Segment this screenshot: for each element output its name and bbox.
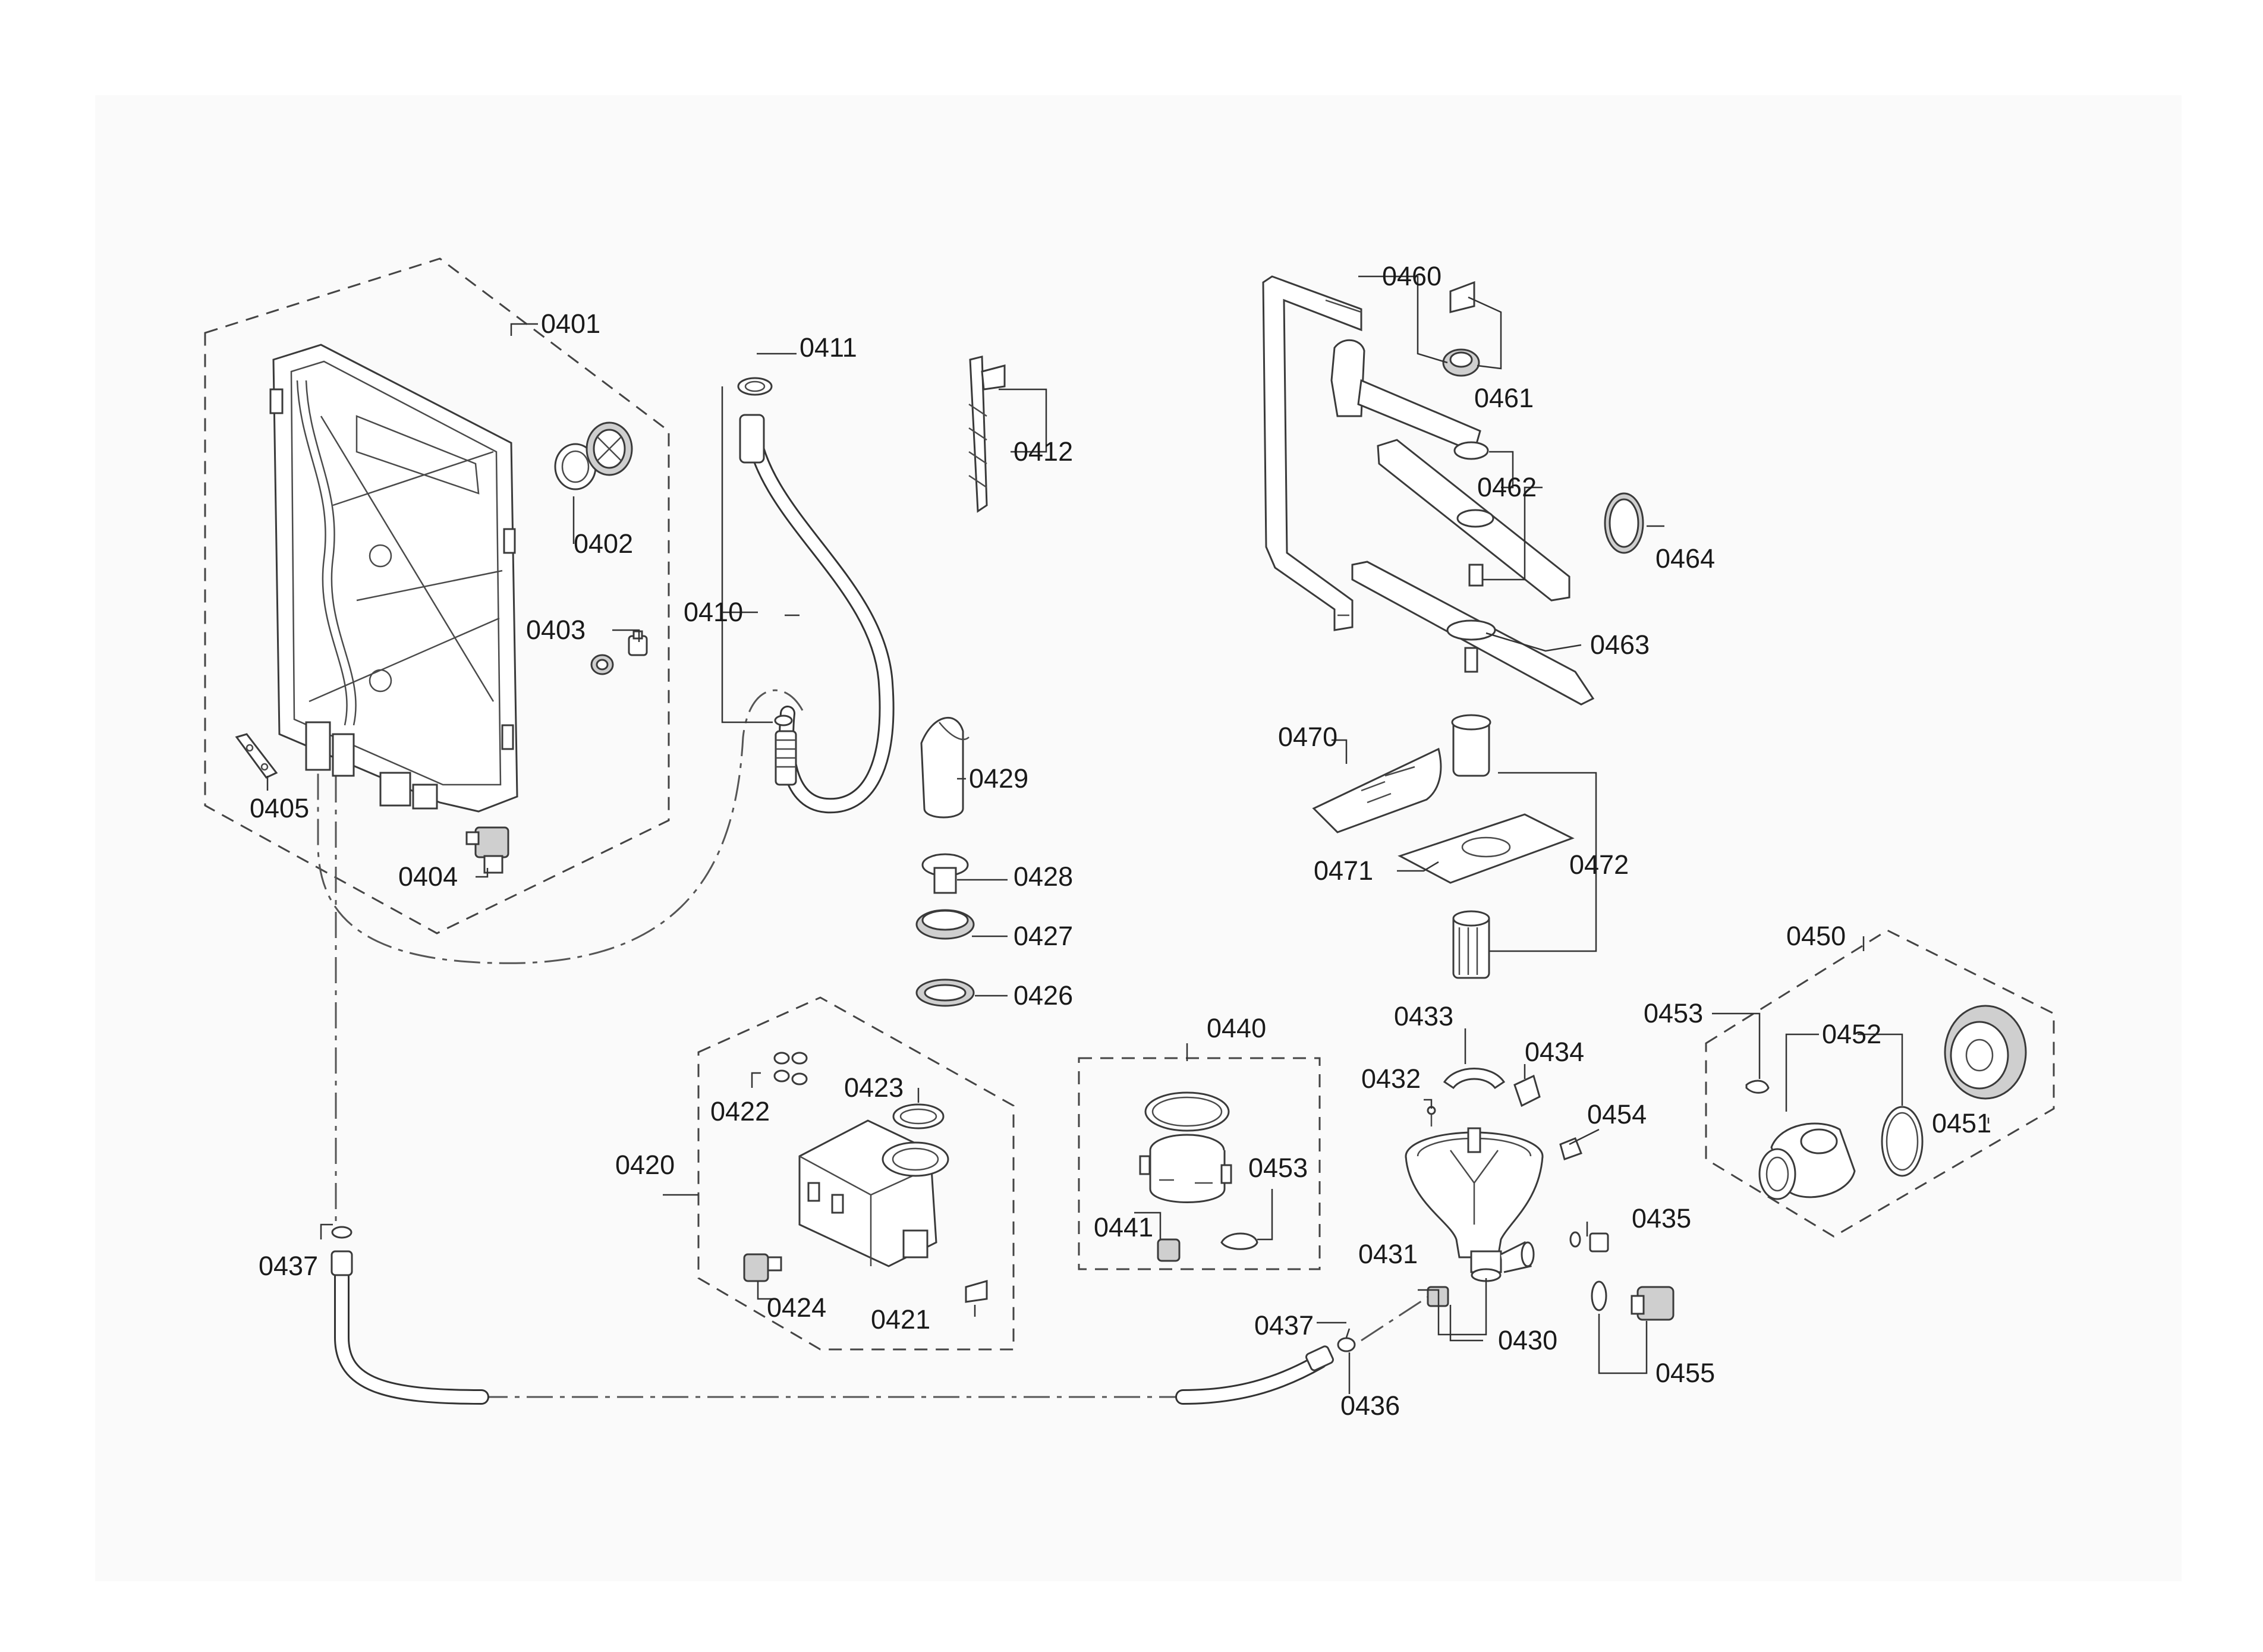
label-0428: 0428 bbox=[1014, 861, 1073, 892]
group-0420-outline bbox=[697, 996, 1015, 1351]
fittings bbox=[590, 630, 648, 675]
label-0464: 0464 bbox=[1655, 543, 1715, 574]
clip bbox=[235, 733, 278, 779]
hose-clamp bbox=[737, 377, 773, 396]
label-0422: 0422 bbox=[710, 1096, 770, 1126]
label-0437-right: 0437 bbox=[1254, 1310, 1314, 1341]
leader-lines bbox=[266, 275, 1990, 1394]
label-0424: 0424 bbox=[767, 1292, 826, 1323]
label-0451: 0451 bbox=[1932, 1108, 1991, 1138]
heater-assembly bbox=[743, 1052, 988, 1303]
label-0430: 0430 bbox=[1498, 1325, 1557, 1355]
group-0450-outline bbox=[1705, 929, 2055, 1238]
filter-assembly bbox=[1312, 714, 1575, 979]
label-0437-left: 0437 bbox=[259, 1251, 318, 1281]
label-0453-housing: 0453 bbox=[1248, 1153, 1308, 1183]
label-0434: 0434 bbox=[1525, 1037, 1584, 1067]
bracket bbox=[968, 355, 1006, 513]
label-0421: 0421 bbox=[871, 1304, 930, 1335]
label-0462: 0462 bbox=[1477, 472, 1537, 502]
label-0471: 0471 bbox=[1314, 855, 1373, 886]
label-0403: 0403 bbox=[526, 615, 586, 645]
label-0423: 0423 bbox=[844, 1072, 904, 1103]
label-0472: 0472 bbox=[1569, 849, 1629, 880]
pump-housing bbox=[1139, 1091, 1258, 1262]
spray-arm-assembly bbox=[1262, 275, 1644, 706]
seal-ring bbox=[554, 421, 633, 490]
circulation-pump bbox=[1745, 1005, 2027, 1200]
routing-line-loop bbox=[317, 689, 804, 964]
label-0460: 0460 bbox=[1382, 261, 1441, 291]
group-0440-outline bbox=[1078, 1057, 1321, 1270]
label-0450: 0450 bbox=[1786, 921, 1846, 951]
part-labels: 0401 0402 0403 0404 0405 0410 0411 0412 … bbox=[250, 261, 1991, 1421]
label-0427: 0427 bbox=[1014, 921, 1073, 951]
label-0429: 0429 bbox=[969, 763, 1028, 794]
group-outlines bbox=[204, 257, 2055, 1351]
label-0433: 0433 bbox=[1394, 1001, 1453, 1031]
label-0426: 0426 bbox=[1014, 980, 1073, 1011]
label-0420: 0420 bbox=[615, 1150, 675, 1180]
label-0402: 0402 bbox=[574, 528, 633, 559]
label-0463: 0463 bbox=[1590, 630, 1650, 660]
label-0410: 0410 bbox=[684, 597, 743, 627]
label-0432: 0432 bbox=[1361, 1063, 1421, 1094]
label-0453-pump: 0453 bbox=[1644, 998, 1703, 1028]
label-0412: 0412 bbox=[1014, 436, 1073, 467]
label-0454: 0454 bbox=[1587, 1099, 1647, 1129]
label-0404: 0404 bbox=[398, 861, 458, 892]
label-0461: 0461 bbox=[1474, 383, 1534, 413]
label-0405: 0405 bbox=[250, 793, 309, 823]
diagram-canvas bbox=[95, 95, 2182, 1581]
routing-lines bbox=[317, 689, 1439, 1398]
dosing-stack bbox=[915, 716, 975, 1007]
group-0401-outline bbox=[204, 257, 670, 934]
label-0401: 0401 bbox=[541, 309, 600, 339]
label-0452: 0452 bbox=[1822, 1019, 1881, 1049]
lower-hoses bbox=[331, 1226, 1356, 1405]
label-0411: 0411 bbox=[800, 332, 857, 363]
label-0441: 0441 bbox=[1094, 1212, 1153, 1242]
drain-hose bbox=[739, 414, 895, 814]
label-0470: 0470 bbox=[1278, 722, 1337, 752]
sump bbox=[1405, 1068, 1675, 1321]
tank-side-panel bbox=[269, 344, 518, 813]
label-0435: 0435 bbox=[1632, 1203, 1691, 1234]
routing-line-sump bbox=[1361, 1289, 1439, 1342]
valve bbox=[465, 826, 509, 874]
label-0455: 0455 bbox=[1655, 1358, 1715, 1388]
label-0440: 0440 bbox=[1207, 1013, 1266, 1043]
label-0431: 0431 bbox=[1358, 1239, 1418, 1269]
label-0436: 0436 bbox=[1340, 1390, 1400, 1421]
